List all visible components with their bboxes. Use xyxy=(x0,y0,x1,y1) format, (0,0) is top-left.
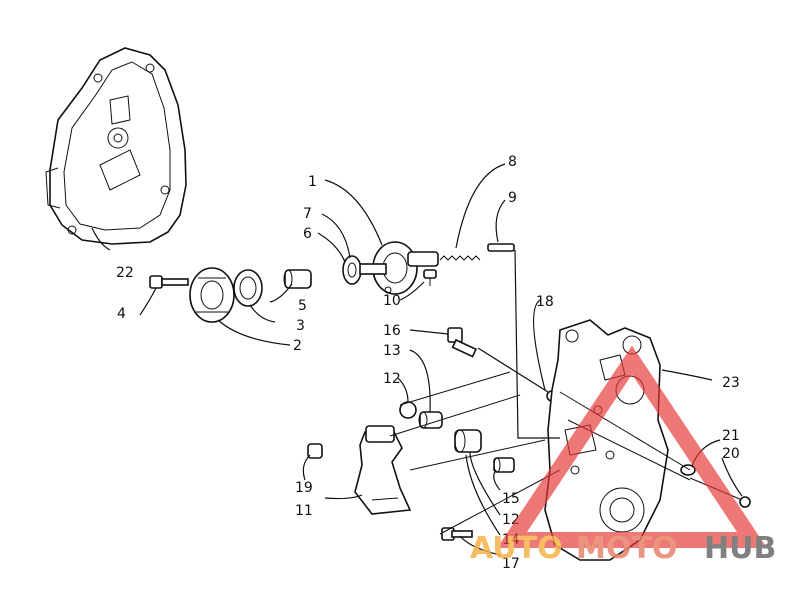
callout-1: 1 xyxy=(308,174,317,190)
callout-20: 20 xyxy=(722,446,740,462)
callout-17: 17 xyxy=(502,556,520,572)
callout-7: 7 xyxy=(303,206,312,222)
callout-3: 3 xyxy=(296,318,305,334)
part-9-pin xyxy=(487,243,515,252)
callout-11: 11 xyxy=(295,503,313,519)
part-14-sleeve xyxy=(454,429,482,453)
part-8-spring xyxy=(439,255,481,261)
watermark-logo: AUTO MOTO HUB xyxy=(470,345,776,566)
callout-23: 23 xyxy=(722,375,740,391)
watermark-triangle-icon xyxy=(497,345,767,548)
part-17-bolt xyxy=(441,527,473,541)
callout-labels: 1 2 3 4 5 6 7 8 9 10 11 12 13 14 15 16 1… xyxy=(116,154,740,572)
callout-12: 12 xyxy=(383,371,401,387)
part-7-shaft xyxy=(359,263,387,275)
part-16-bolt xyxy=(447,327,478,358)
part-22-outer-cover xyxy=(45,47,187,245)
part-10-screw xyxy=(423,269,437,286)
part-21-washer xyxy=(680,464,696,476)
callout-16: 16 xyxy=(383,323,401,339)
part-23-inner-case xyxy=(544,319,669,561)
part-2-cam xyxy=(189,267,235,323)
callout-22: 22 xyxy=(116,265,134,281)
callout-6: 6 xyxy=(303,226,312,242)
part-3-ring xyxy=(233,269,263,307)
callout-5: 5 xyxy=(298,298,307,314)
callout-18: 18 xyxy=(536,294,554,310)
watermark-auto: AUTO xyxy=(470,531,563,566)
watermark-moto: MOTO xyxy=(576,531,677,566)
part-5-bushing xyxy=(283,269,312,289)
part-4-bolt xyxy=(149,275,189,289)
part-13-spacer xyxy=(418,411,443,429)
callout-2: 2 xyxy=(293,338,302,354)
callout-15: 15 xyxy=(502,491,520,507)
callout-9: 9 xyxy=(508,190,517,206)
watermark-hub: HUB xyxy=(704,531,776,566)
part-11-lever xyxy=(354,425,412,515)
callout-8: 8 xyxy=(508,154,517,170)
callout-4: 4 xyxy=(117,306,126,322)
part-6-washer xyxy=(342,255,362,285)
part-20-screw xyxy=(689,477,751,508)
part-15-spacer xyxy=(493,457,515,473)
callout-10: 10 xyxy=(383,293,401,309)
callout-19: 19 xyxy=(295,480,313,496)
part-19-nut xyxy=(307,443,323,459)
callout-21: 21 xyxy=(722,428,740,444)
leader-lines xyxy=(91,163,743,556)
callout-13: 13 xyxy=(383,343,401,359)
